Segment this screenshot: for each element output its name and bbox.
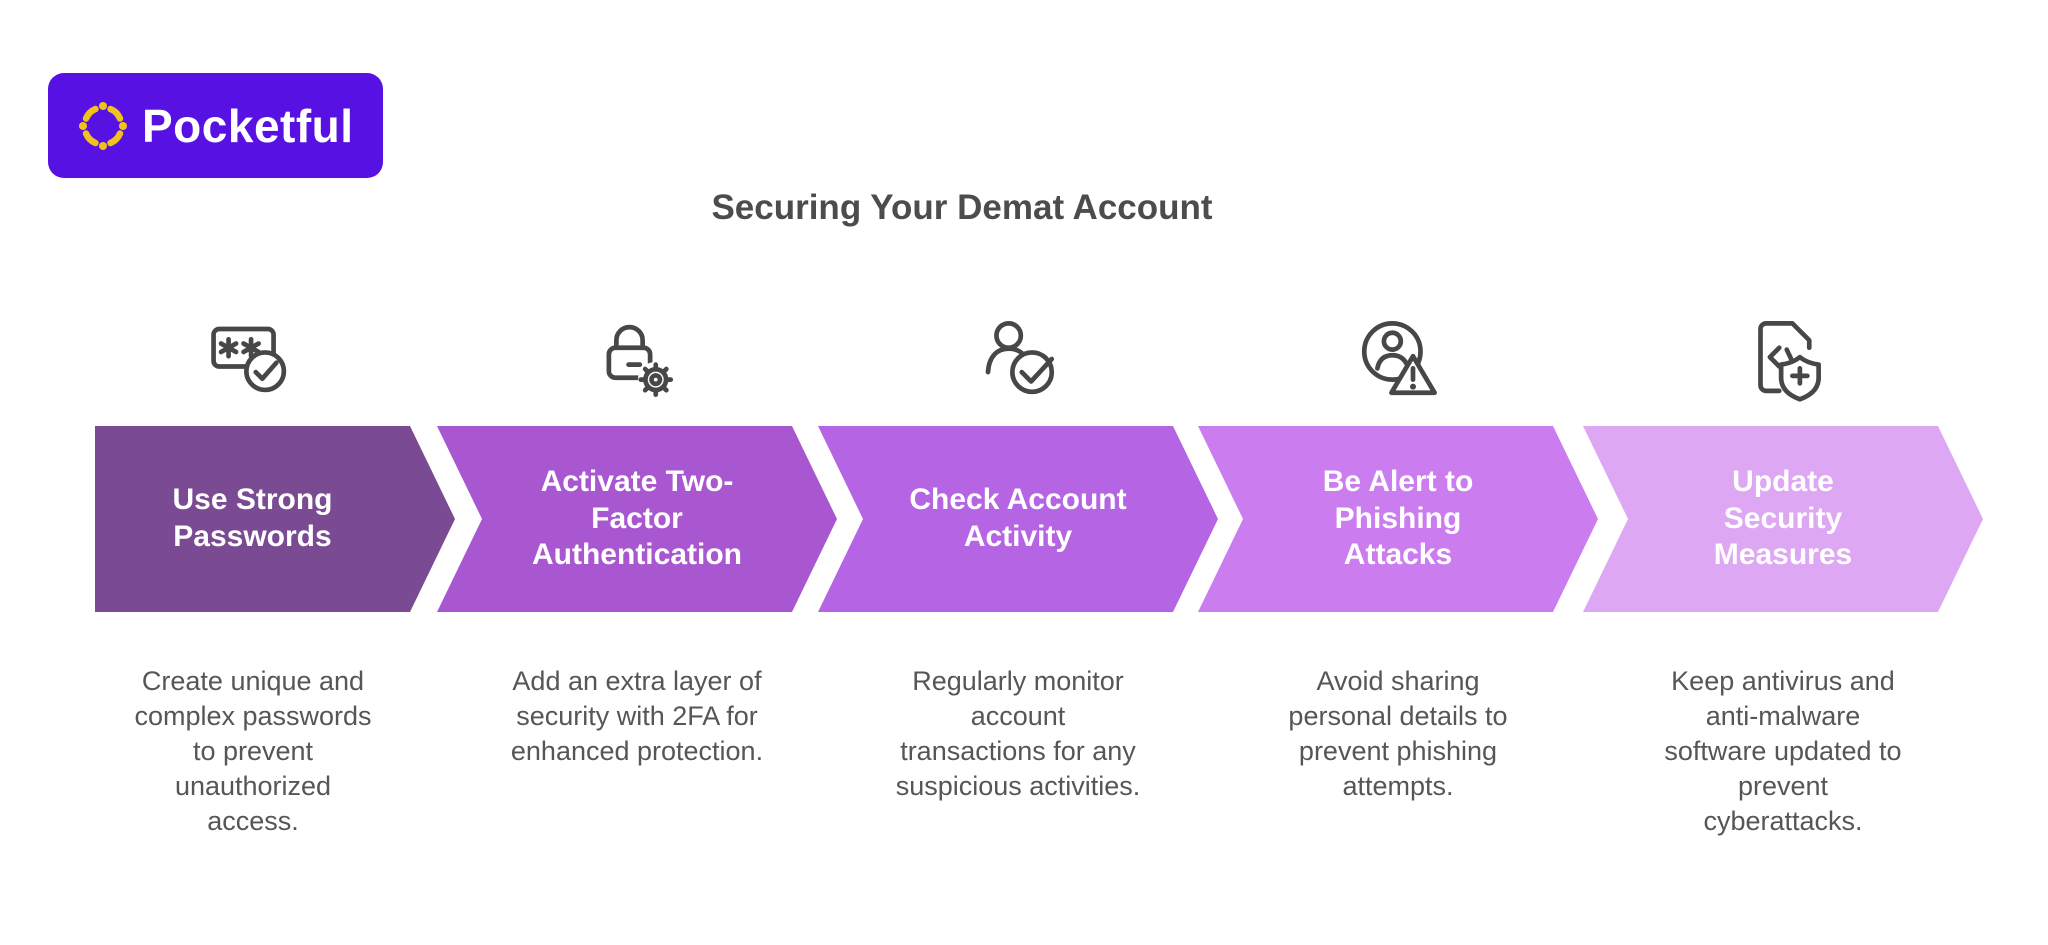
lock-gear-icon <box>592 314 682 404</box>
step-label-3: Check Account Activity <box>909 483 1127 553</box>
step-chevron-4: Be Alert to Phishing Attacks <box>1198 426 1598 612</box>
step-label-2: Activate Two- Factor Authentication <box>532 464 742 572</box>
step-description-5: Keep antivirus and anti-malware software… <box>1664 666 1902 837</box>
step-description-2: Add an extra layer of security with 2FA … <box>510 666 764 767</box>
user-alert-icon <box>1353 314 1443 404</box>
pocketful-logo: Pocketful <box>48 73 383 178</box>
step-description-4: Avoid sharing personal details to preven… <box>1288 666 1508 802</box>
step-chevron-5: Update Security Measures <box>1583 426 1983 612</box>
password-check-icon <box>207 314 297 404</box>
step-chevron-1: Use Strong Passwords <box>95 426 455 612</box>
step-description-3: Regularly monitor account transactions f… <box>895 666 1141 802</box>
pocketful-pinwheel-icon <box>79 101 127 150</box>
step-chevron-3: Check Account Activity <box>818 426 1218 612</box>
file-shield-plus-icon <box>1738 314 1828 404</box>
user-check-icon <box>973 314 1063 404</box>
step-label-4: Be Alert to Phishing Attacks <box>1322 464 1474 572</box>
brand-name: Pocketful <box>142 99 354 152</box>
page-title: Securing Your Demat Account <box>711 188 1213 227</box>
step-chevron-2: Activate Two- Factor Authentication <box>437 426 837 612</box>
step-label-1: Use Strong Passwords <box>172 483 333 553</box>
step-label-5: Update Security Measures <box>1713 464 1853 572</box>
step-description-1: Create unique and complex passwords to p… <box>134 666 372 837</box>
